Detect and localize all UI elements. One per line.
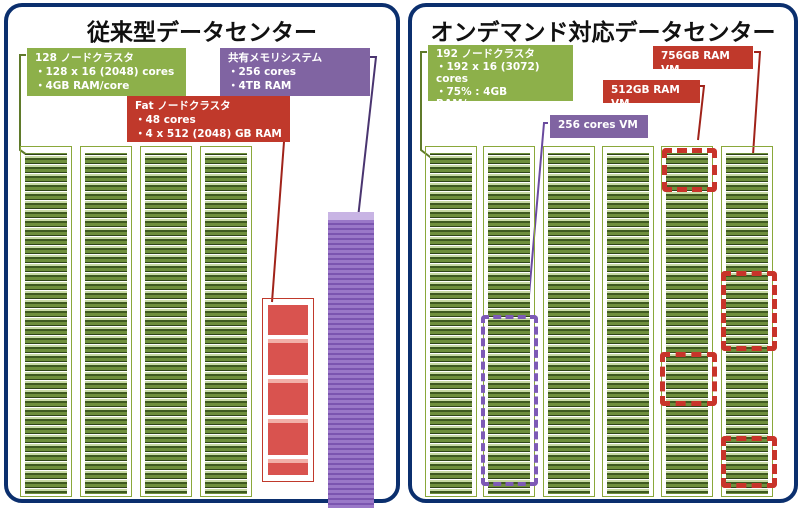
vm-512gb-region xyxy=(660,352,717,406)
fat-node-rack xyxy=(262,298,314,482)
vm-756gb-label: 756GB RAM VM xyxy=(653,46,753,76)
label-line: ・128 x 16 (2048) cores xyxy=(35,66,175,78)
server-rack xyxy=(80,146,132,497)
label-line: ・4 x 512 (2048) GB RAM xyxy=(135,128,282,140)
server-rack xyxy=(602,146,654,497)
server-rack xyxy=(425,146,477,497)
server-rack xyxy=(661,146,713,497)
label-line: ・75% : 4GB RAM/core xyxy=(436,85,508,111)
panel-title: 従来型データセンター xyxy=(87,20,317,46)
vm-256-cores-label: 256 cores VM xyxy=(550,115,648,138)
shared-memory-system xyxy=(328,212,374,508)
server-rack xyxy=(140,146,192,497)
label-line: ・4GB RAM/core xyxy=(35,80,130,92)
fat-node-label: Fat ノードクラスタ ・48 cores ・4 x 512 (2048) GB… xyxy=(127,96,290,142)
label-line: ・4TB RAM xyxy=(228,80,292,92)
shared-memory-label: 共有メモリシステム ・256 cores ・4TB RAM xyxy=(220,48,370,96)
server-rack xyxy=(200,146,252,497)
label-line: ・25% : 8GB RAM/core xyxy=(436,110,508,136)
label-title: Fat ノードクラスタ xyxy=(135,100,231,112)
label-line: ・256 cores xyxy=(228,66,297,78)
vm-512gb-region xyxy=(662,148,717,192)
panel-title: オンデマンド対応データセンター xyxy=(430,20,776,46)
vm-512gb-label: 512GB RAM VM xyxy=(603,80,700,110)
cluster-128-label: 128 ノードクラスタ ・128 x 16 (2048) cores ・4GB … xyxy=(27,48,186,96)
server-rack xyxy=(543,146,595,497)
label-title: 128 ノードクラスタ xyxy=(35,52,134,64)
label-line: ・192 x 16 (3072) cores xyxy=(436,60,540,86)
vm-256-cores-region xyxy=(481,315,538,486)
server-rack xyxy=(20,146,72,497)
label-title: 192 ノードクラスタ xyxy=(436,48,535,60)
vm-756gb-region xyxy=(721,271,777,351)
vm-756gb-region xyxy=(721,436,777,488)
label-line: ・48 cores xyxy=(135,114,196,126)
cluster-192-label: 192 ノードクラスタ ・192 x 16 (3072) cores ・75% … xyxy=(428,45,573,135)
label-title: 共有メモリシステム xyxy=(228,52,323,64)
